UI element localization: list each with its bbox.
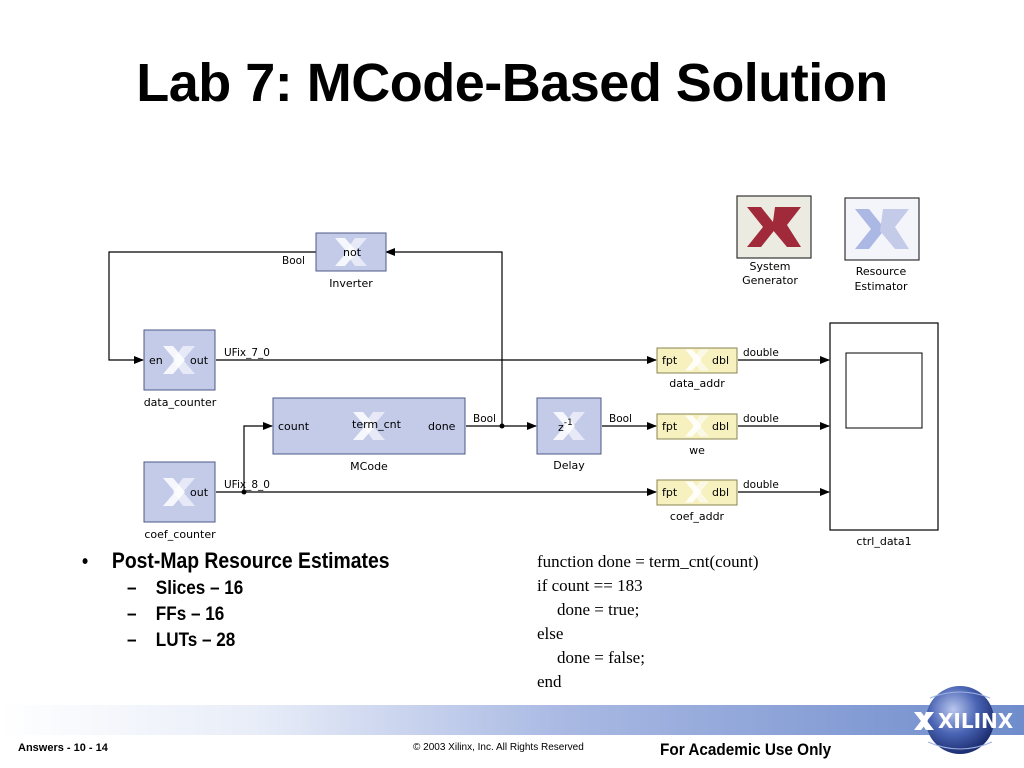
data-addr-block[interactable]: fpt dbl data_addr: [656, 347, 738, 390]
scope-label: ctrl_data1: [856, 535, 911, 548]
code-line: else: [537, 624, 564, 643]
signal-coef-addr-out: double: [743, 479, 779, 491]
coef-addr-out-port: dbl: [712, 486, 729, 499]
we-in-port: fpt: [662, 420, 678, 433]
resource-estimator-logo-icon: [855, 209, 909, 249]
footer-copyright: © 2003 Xilinx, Inc. All Rights Reserved: [413, 742, 584, 753]
system-generator-label-line1: System: [749, 260, 790, 273]
data-counter-out-port: out: [190, 354, 209, 367]
wire-done-to-inverter: [385, 248, 503, 426]
signal-inverter-out: Bool: [282, 255, 305, 267]
data-addr-label: data_addr: [669, 377, 725, 390]
code-line: done = false;: [557, 648, 645, 667]
bullet-main-text: Post-Map Resource Estimates: [111, 548, 390, 573]
bullet-sub-text: Slices – 16: [155, 578, 244, 599]
bullet-sub-item: – Slices – 16: [127, 578, 401, 600]
dash-icon: –: [127, 604, 137, 625]
signal-mcode-out: Bool: [473, 413, 496, 425]
bullet-dot-icon: •: [82, 551, 89, 573]
xilinx-x-icon: [914, 712, 934, 730]
bullet-main: • Post-Map Resource Estimates: [82, 548, 390, 574]
wire-coef-to-mcode: [243, 422, 273, 492]
code-line: end: [537, 672, 562, 691]
bullet-sub-text: LUTs – 28: [155, 630, 236, 651]
inverter-label: Inverter: [329, 277, 373, 290]
system-generator-block[interactable]: System Generator: [736, 195, 812, 287]
bullet-sub-text: FFs – 16: [155, 604, 225, 625]
mcode-in-port: count: [278, 420, 310, 433]
slide-title: Lab 7: MCode-Based Solution: [136, 53, 888, 113]
wires: [108, 248, 830, 496]
inverter-port-label: not: [343, 246, 362, 259]
delay-label: Delay: [553, 459, 585, 472]
resource-estimates-list: • Post-Map Resource Estimates – Slices –…: [82, 548, 431, 652]
we-block[interactable]: fpt dbl we: [656, 413, 738, 457]
we-out-port: dbl: [712, 420, 729, 433]
dash-icon: –: [127, 630, 137, 651]
coef-counter-label: coef_counter: [144, 528, 216, 541]
signal-coef-counter-out: UFix_8_0: [224, 479, 270, 491]
wire-inverter-to-en: [108, 251, 316, 364]
dash-icon: –: [127, 578, 137, 599]
footer-band: [0, 705, 1024, 735]
scope-block[interactable]: ctrl_data1: [829, 322, 939, 548]
signal-data-addr-out: double: [743, 347, 779, 359]
footer-academic-note: For Academic Use Only: [660, 740, 832, 759]
xilinx-logo: XILINX: [914, 686, 1014, 754]
signal-delay-out: Bool: [609, 413, 632, 425]
resource-estimator-label-line2: Estimator: [854, 280, 908, 293]
mcode-function-name: term_cnt: [352, 418, 402, 431]
delay-function: z-1: [558, 418, 573, 434]
data-counter-label: data_counter: [144, 396, 217, 409]
resource-estimator-label-line1: Resource: [856, 265, 907, 278]
data-counter-in-port: en: [149, 354, 163, 367]
code-line: function done = term_cnt(count): [537, 552, 759, 571]
coef-counter-block[interactable]: out coef_counter: [143, 461, 216, 541]
code-line: if count == 183: [537, 576, 643, 595]
coef-addr-label: coef_addr: [670, 510, 725, 523]
mcode-out-port: done: [428, 420, 456, 433]
mcode-label: MCode: [350, 460, 388, 473]
resource-estimator-block[interactable]: Resource Estimator: [844, 197, 920, 293]
mcode-source: function done = term_cnt(count) if count…: [537, 550, 759, 694]
code-line: done = true;: [557, 600, 640, 619]
signal-we-out: double: [743, 413, 779, 425]
bullet-sub-item: – FFs – 16: [127, 604, 401, 626]
junction-done: [499, 423, 505, 429]
delay-block[interactable]: z-1 Delay: [536, 397, 602, 472]
coef-counter-out-port: out: [190, 486, 209, 499]
data-addr-in-port: fpt: [662, 354, 678, 367]
we-label: we: [689, 444, 705, 457]
data-counter-block[interactable]: en out data_counter: [143, 329, 217, 409]
junction-coef: [241, 489, 247, 495]
sysgen-logo-icon: [747, 207, 801, 247]
system-generator-label-line2: Generator: [742, 274, 798, 287]
footer-page-ref: Answers - 10 - 14: [18, 742, 108, 754]
signal-data-counter-out: UFix_7_0: [224, 347, 270, 359]
xilinx-logo-text: XILINX: [938, 709, 1014, 733]
coef-addr-in-port: fpt: [662, 486, 678, 499]
coef-addr-block[interactable]: fpt dbl coef_addr: [656, 479, 738, 523]
inverter-block[interactable]: not Inverter: [315, 232, 387, 290]
bullet-sub-item: – LUTs – 28: [127, 630, 401, 652]
data-addr-out-port: dbl: [712, 354, 729, 367]
mcode-block[interactable]: count term_cnt done MCode: [272, 397, 466, 473]
